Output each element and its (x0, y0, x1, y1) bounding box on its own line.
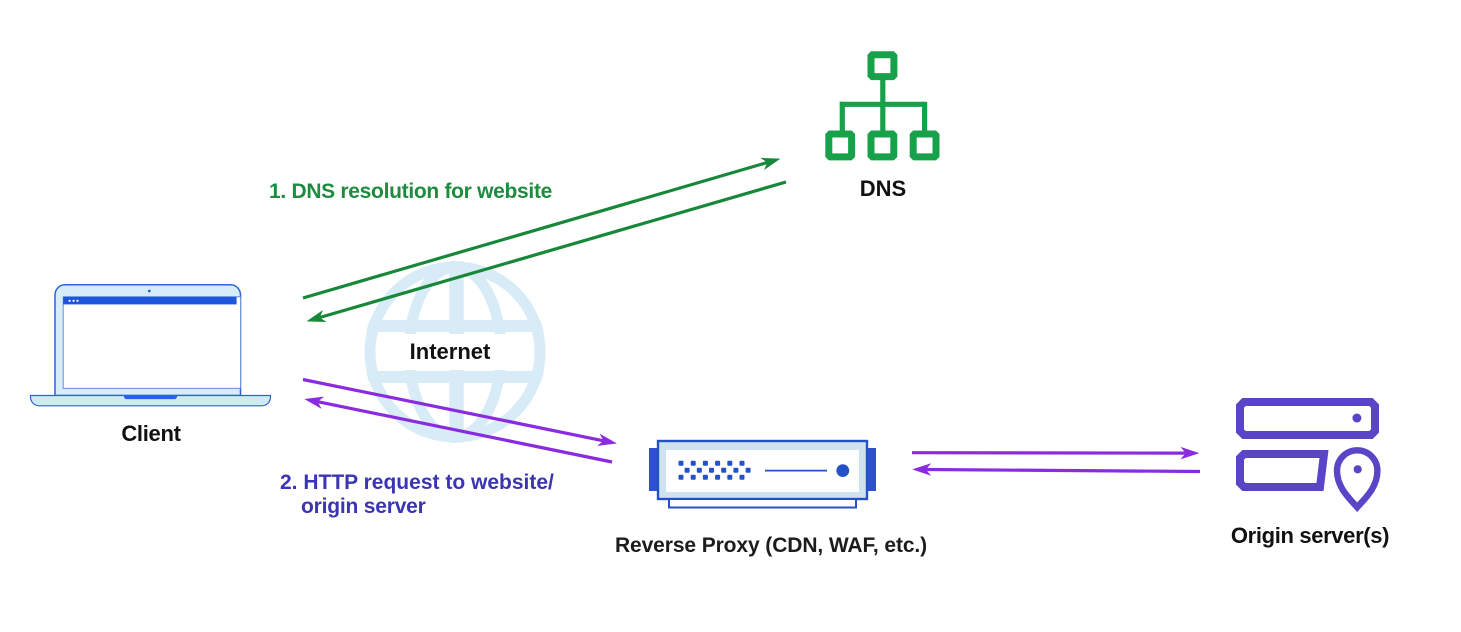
svg-text:origin server: origin server (301, 495, 426, 518)
svg-text:2. HTTP request to website/: 2. HTTP request to website/ (280, 471, 554, 494)
svg-text:Internet: Internet (410, 339, 491, 364)
svg-text:Client: Client (121, 421, 181, 446)
svg-text:Origin server(s): Origin server(s) (1231, 523, 1389, 548)
svg-text:Reverse Proxy (CDN, WAF, etc.): Reverse Proxy (CDN, WAF, etc.) (615, 534, 927, 557)
svg-text:1. DNS resolution for website: 1. DNS resolution for website (269, 180, 552, 203)
svg-text:DNS: DNS (860, 176, 906, 201)
